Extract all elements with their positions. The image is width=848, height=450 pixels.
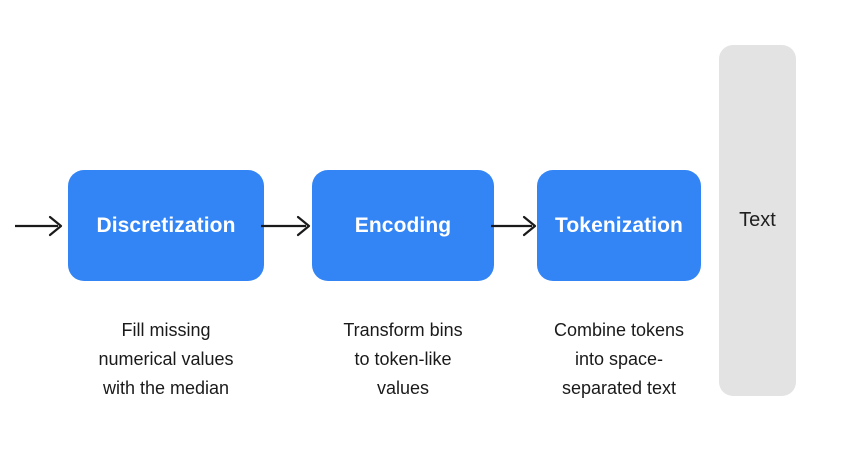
stage-label-tokenization: Tokenization [555,213,683,237]
output-panel-label: Text [739,209,776,231]
stage-box-encoding[interactable]: Encoding [312,170,494,281]
output-panel-text: Text [719,45,796,396]
stage-box-discretization[interactable]: Discretization [68,170,264,281]
stage-label-discretization: Discretization [96,213,236,237]
stage-caption-tokenization: Combine tokens into space- separated tex… [553,320,685,398]
stage-box-tokenization[interactable]: Tokenization [537,170,701,281]
arrow-encoding-to-tokenization-icon [490,212,538,240]
stage-label-encoding: Encoding [354,213,452,237]
stage-caption-discretization: Fill missing numerical values with the m… [98,320,234,398]
arrow-discretization-to-encoding-icon [260,212,312,240]
stage-caption-encoding: Transform bins to token-like values [343,320,463,398]
arrow-into-discretization-icon [14,212,64,240]
